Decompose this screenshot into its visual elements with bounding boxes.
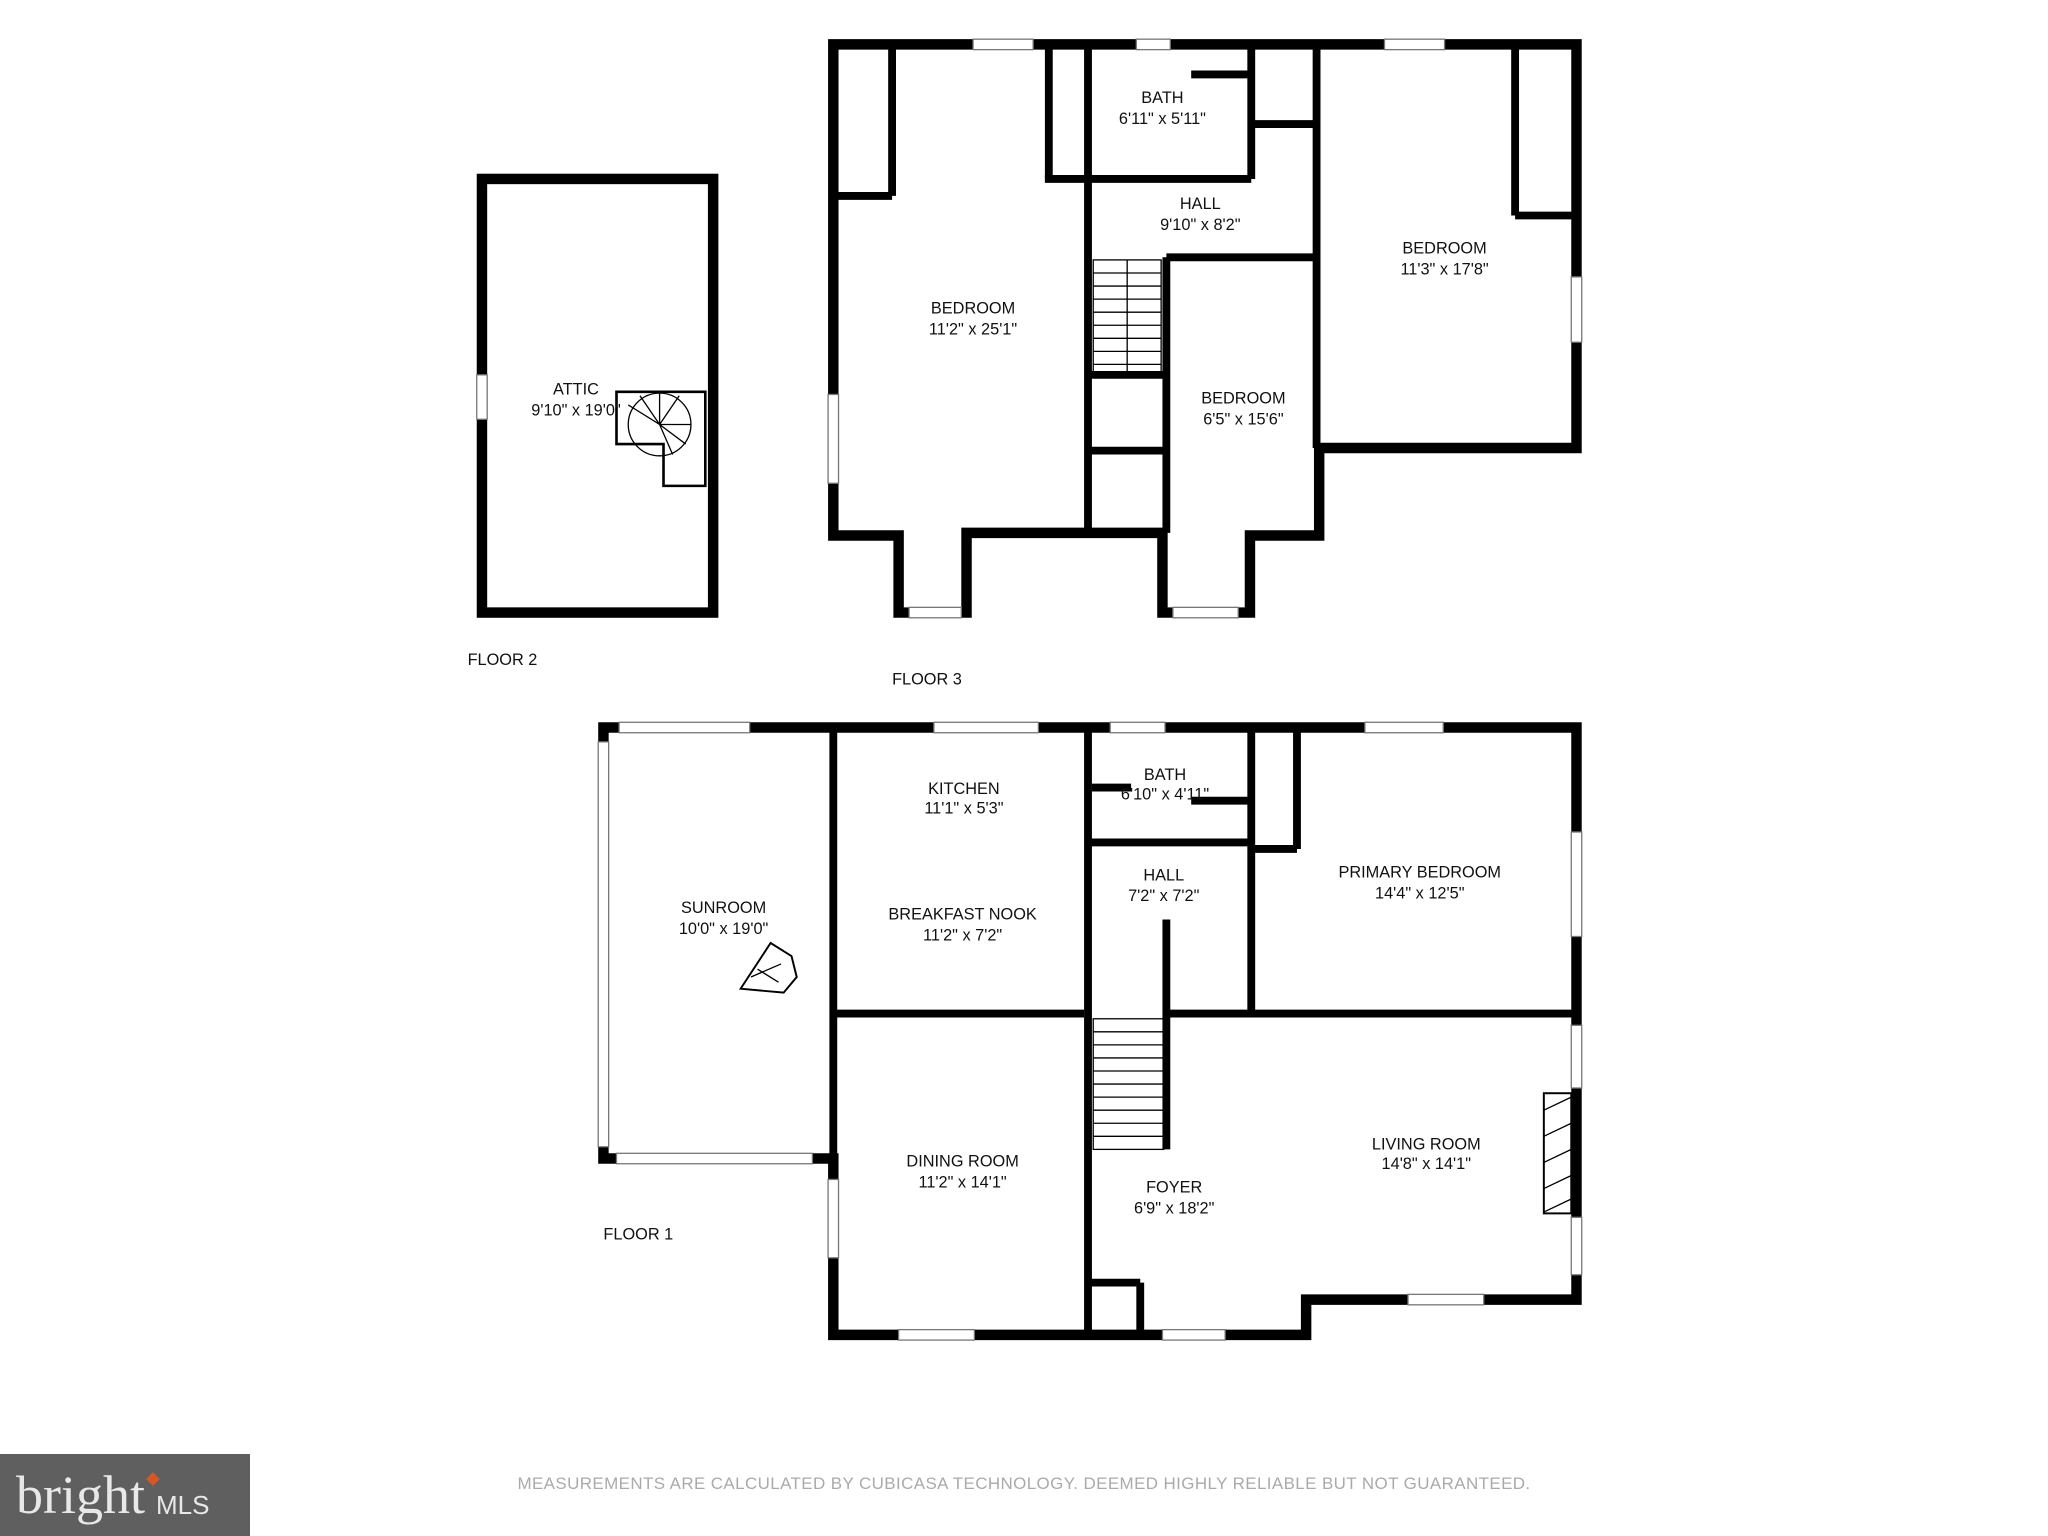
room-size: 10'0" x 19'0" xyxy=(679,920,769,938)
room-size: 14'4" x 12'5" xyxy=(1375,885,1465,903)
room-name: BREAKFAST NOOK xyxy=(888,906,1036,924)
room-size: 11'2" x 7'2" xyxy=(923,926,1002,944)
floor-label: FLOOR 1 xyxy=(603,1226,673,1244)
room-size: 9'10" x 19'0" xyxy=(531,401,621,419)
spiral-stair xyxy=(738,941,798,994)
room-size: 11'1" x 5'3" xyxy=(924,800,1003,818)
room-size: 11'2" x 25'1" xyxy=(929,320,1017,338)
room-size: 14'8" x 14'1" xyxy=(1382,1155,1472,1173)
floor-label: FLOOR 3 xyxy=(892,670,962,688)
floor-1-plan: KITCHEN 11'1" x 5'3" BATH 6'10" x 4'11" … xyxy=(597,721,1583,1341)
room-name: PRIMARY BEDROOM xyxy=(1338,864,1501,882)
room-name: HALL xyxy=(1143,866,1184,884)
bright-mls-logo: bright MLS xyxy=(0,1454,250,1536)
room-name: BEDROOM xyxy=(1402,239,1486,257)
logo-suffix: MLS xyxy=(156,1490,210,1520)
logo-star-icon xyxy=(146,1472,160,1486)
room-name: LIVING ROOM xyxy=(1372,1135,1481,1153)
room-name: FOYER xyxy=(1146,1178,1202,1196)
spiral-stair xyxy=(615,390,707,488)
room-name: BEDROOM xyxy=(931,299,1015,317)
room-name: DINING ROOM xyxy=(906,1152,1018,1170)
room-name: BATH xyxy=(1141,89,1183,107)
room-size: 6'11" x 5'11" xyxy=(1119,110,1206,128)
room-name: SUNROOM xyxy=(681,899,766,917)
room-size: 7'2" x 7'2" xyxy=(1128,887,1200,905)
staircase xyxy=(1092,259,1162,373)
room-size: 11'3" x 17'8" xyxy=(1400,260,1488,278)
floor-3-plan: BATH 6'11" x 5'11" HALL 9'10" x 8'2" BED… xyxy=(827,38,1583,688)
room-size: 6'9" x 18'2" xyxy=(1134,1199,1215,1217)
room-size: 6'10" x 4'11" xyxy=(1121,785,1209,803)
floor-2-plan: ATTIC 9'10" x 19'0" FLOOR 2 xyxy=(468,173,719,669)
room-size: 11'2" x 14'1" xyxy=(918,1173,1006,1191)
fireplace xyxy=(1542,1092,1573,1215)
floor-label: FLOOR 2 xyxy=(468,651,538,669)
room-name: ATTIC xyxy=(553,380,599,398)
room-name: BEDROOM xyxy=(1201,390,1285,408)
logo-text: bright xyxy=(16,1465,145,1525)
room-name: BATH xyxy=(1144,766,1186,784)
room-size: 9'10" x 8'2" xyxy=(1160,216,1241,234)
room-name: HALL xyxy=(1180,195,1221,213)
staircase xyxy=(1092,1018,1165,1151)
room-size: 6'5" x 15'6" xyxy=(1203,410,1284,428)
room-name: KITCHEN xyxy=(928,780,1000,798)
disclaimer: MEASUREMENTS ARE CALCULATED BY CUBICASA … xyxy=(517,1474,1530,1493)
